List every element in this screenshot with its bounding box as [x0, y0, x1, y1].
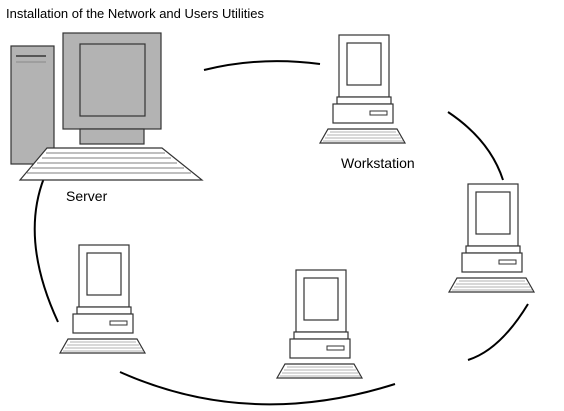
link-bottom-left	[119, 371, 396, 406]
workstation-computer-icon	[448, 183, 535, 293]
workstation-label: Workstation	[341, 155, 415, 171]
workstation-computer-icon	[319, 34, 406, 144]
network-links	[33, 60, 529, 406]
server-computer-icon	[10, 32, 204, 181]
link-left-server	[33, 177, 59, 323]
link-server-workstation-top	[203, 60, 321, 71]
workstation-computer-icon	[276, 269, 363, 379]
link-workstation-top-right	[447, 111, 504, 181]
diagram-title: Installation of the Network and Users Ut…	[6, 6, 264, 21]
workstation-computer-icon	[59, 244, 146, 354]
server-label: Server	[66, 188, 108, 204]
link-right-bottom	[467, 303, 529, 361]
